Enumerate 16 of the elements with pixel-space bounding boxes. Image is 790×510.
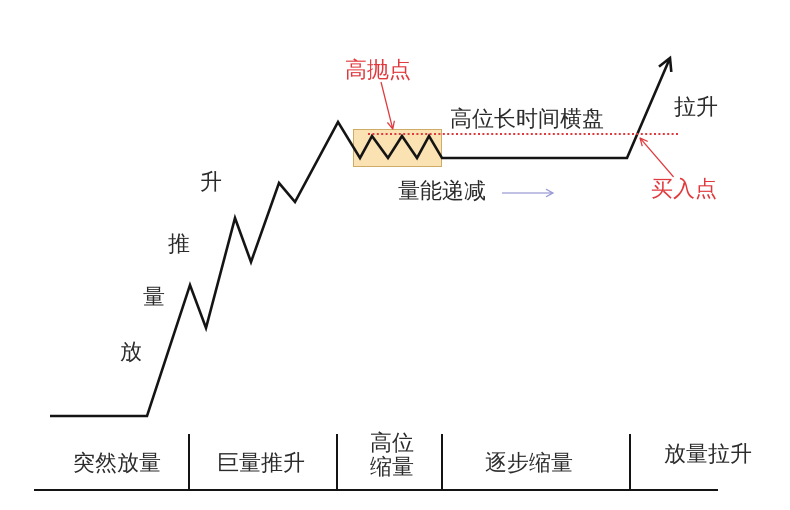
- phase-label: 拉升: [674, 94, 718, 120]
- stage-label: 逐步缩量: [485, 450, 573, 476]
- leader-arrow: [380, 82, 396, 130]
- stage-label: 放量拉升: [664, 442, 752, 466]
- pattern-label: 高位长时间横盘: [450, 106, 604, 132]
- volume-label: 量能递减: [398, 178, 486, 204]
- stage-label: 巨量推升: [217, 450, 305, 476]
- trend-char: 量: [143, 284, 165, 310]
- trend-char: 放: [120, 340, 142, 364]
- stage-label: 高位缩量: [369, 430, 415, 480]
- callout-label: 买入点: [651, 176, 717, 202]
- trend-char: 推: [168, 232, 190, 256]
- trend-char: 升: [200, 170, 222, 194]
- callout-label: 高抛点: [345, 58, 411, 82]
- leader-arrow: [639, 137, 674, 178]
- stage-label: 突然放量: [73, 450, 161, 476]
